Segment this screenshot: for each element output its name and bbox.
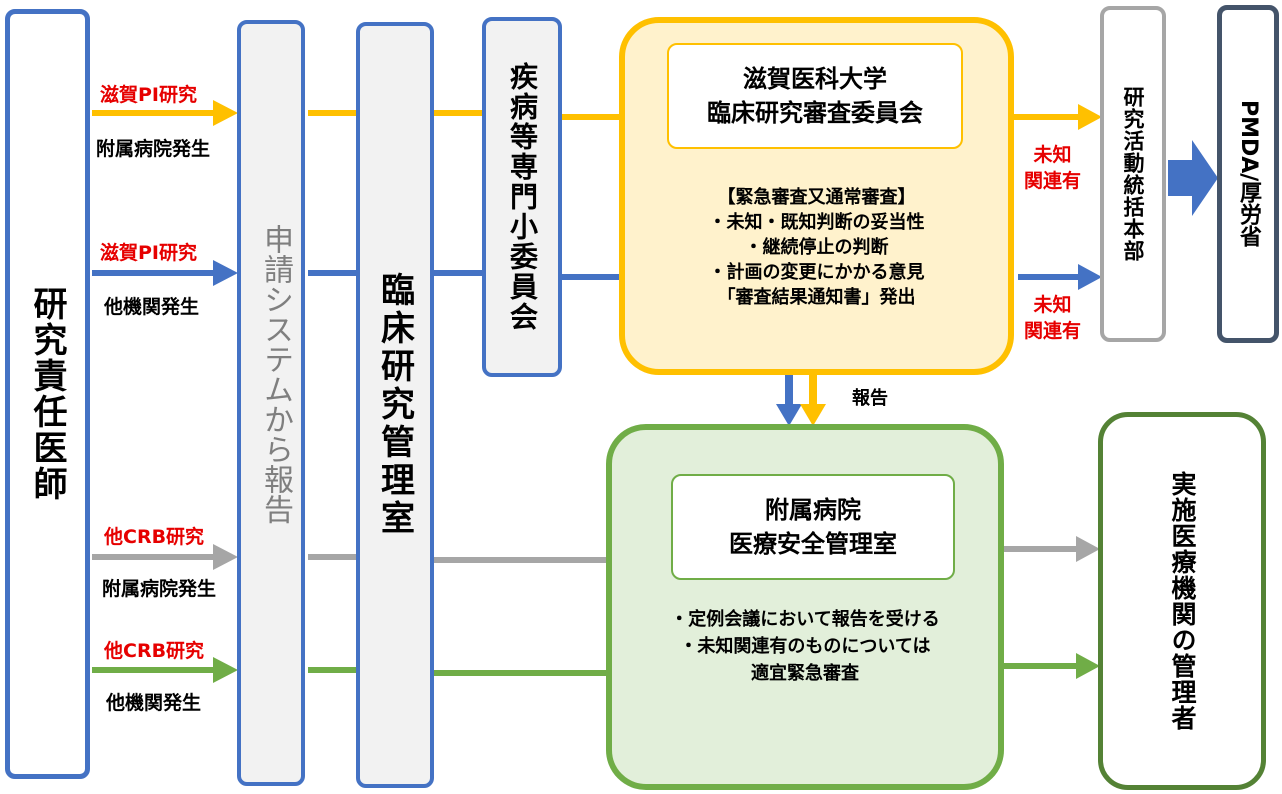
arrowhead-green-1 [213, 657, 238, 683]
safety-office-title-line1: 附属病院 [765, 496, 861, 524]
safety-office-box: 附属病院 医療安全管理室 ・定例会議において報告を受ける ・未知関連有のものにつ… [606, 424, 1004, 790]
report-label: 報告 [852, 388, 888, 409]
safety-office-body: ・定例会議において報告を受ける ・未知関連有のものについては 適宜緊急審査 [612, 606, 998, 687]
flow-4-subtitle: 他機関発生 [106, 692, 202, 714]
arrowhead-down-blue [776, 404, 802, 426]
arrowhead-blue-out [1078, 264, 1102, 290]
safety-office-title-box: 附属病院 医療安全管理室 [671, 474, 955, 580]
flow-4-title: 他CRB研究 [104, 640, 205, 662]
arrowhead-yellow-1 [213, 100, 238, 126]
flow-1-subtitle: 附属病院発生 [96, 138, 211, 160]
arrowhead-blue-1 [213, 260, 238, 286]
institution-manager-label: 実施医療機関の管理者 [1168, 471, 1197, 731]
review-committee-body: 【緊急審査又通常審査】 ・未知・既知判断の妥当性 ・継続停止の判断 ・計画の変更… [625, 185, 1008, 310]
safety-body-line: 適宜緊急審査 [751, 663, 859, 684]
review-body-line: ・計画の変更にかかる意見 [708, 262, 925, 283]
arrowhead-gray-out [1076, 536, 1100, 562]
disease-subcommittee-label: 疾病等専門小委員会 [506, 62, 539, 332]
clinical-research-office-box: 臨床研究管理室 [356, 22, 434, 788]
safety-body-line: ・定例会議において報告を受ける [670, 609, 940, 630]
institution-manager-box: 実施医療機関の管理者 [1098, 412, 1266, 790]
review-committee-box: 滋賀医科大学 臨床研究審査委員会 【緊急審査又通常審査】 ・未知・既知判断の妥当… [619, 17, 1014, 375]
flow-3-subtitle: 附属病院発生 [102, 578, 217, 600]
research-hq-label: 研究活動統括本部 [1121, 86, 1145, 262]
pmda-box: PMDA/厚労省 [1217, 5, 1279, 343]
unknown-related-label-2: 未知 関連有 [1024, 294, 1082, 342]
unknown-related-label-1: 未知 関連有 [1024, 144, 1082, 192]
disease-subcommittee-box: 疾病等専門小委員会 [482, 17, 562, 377]
flow-3-title: 他CRB研究 [104, 526, 205, 548]
system-report-label: 申請システムから報告 [258, 224, 293, 524]
system-report-box: 申請システムから報告 [237, 20, 305, 786]
arrow-to-pmda [1168, 140, 1218, 216]
flow-2-title: 滋賀PI研究 [100, 242, 197, 264]
researcher-label: 研究責任医師 [27, 286, 67, 502]
clinical-research-office-label: 臨床研究管理室 [374, 272, 415, 538]
pmda-label: PMDA/厚労省 [1236, 100, 1261, 248]
review-committee-title-box: 滋賀医科大学 臨床研究審査委員会 [667, 43, 963, 149]
arrowhead-green-out [1076, 653, 1100, 679]
arrowhead-gray-1 [213, 544, 238, 570]
research-hq-box: 研究活動統括本部 [1100, 6, 1166, 342]
arrowhead-yellow-out [1078, 104, 1102, 130]
review-committee-title-line2: 臨床研究審査委員会 [707, 99, 923, 127]
flow-1-title: 滋賀PI研究 [100, 84, 197, 106]
flow-2-subtitle: 他機関発生 [104, 296, 200, 318]
arrowhead-down-yellow [800, 404, 826, 426]
review-body-line: 【緊急審査又通常審査】 [717, 187, 916, 208]
review-committee-title-line1: 滋賀医科大学 [743, 65, 887, 93]
safety-body-line: ・未知関連有のものについては [679, 636, 931, 657]
review-body-line: 「審査結果通知書」発出 [717, 287, 916, 308]
safety-office-title-line2: 医療安全管理室 [729, 530, 897, 558]
researcher-box: 研究責任医師 [5, 9, 90, 779]
review-body-line: ・未知・既知判断の妥当性 [708, 212, 925, 233]
review-body-line: ・継続停止の判断 [744, 237, 889, 258]
